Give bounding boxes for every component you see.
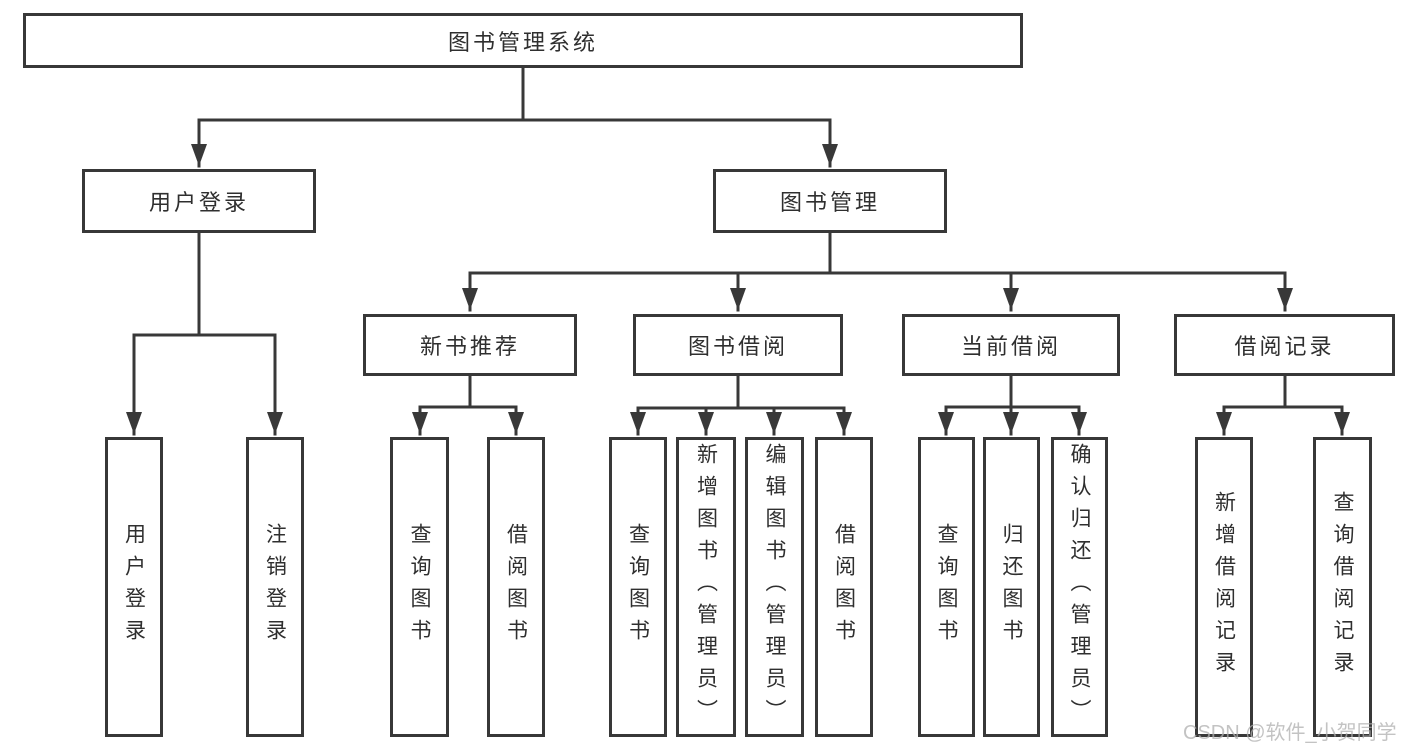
- node-leaf-nb-borrow: 借阅图书: [487, 437, 545, 737]
- node-leaf-cb-confirm-label: 确认归还（管理员）: [1068, 443, 1091, 731]
- node-leaf-br-add-label: 新增借阅记录: [1212, 491, 1236, 683]
- node-book-mgmt: 图书管理: [713, 169, 947, 233]
- node-leaf-bb-edit-label: 编辑图书（管理员）: [763, 443, 786, 731]
- node-book-borrow-label: 图书借阅: [687, 334, 788, 359]
- node-borrow-records: 借阅记录: [1174, 314, 1395, 376]
- node-leaf-br-add: 新增借阅记录: [1195, 437, 1253, 737]
- node-new-books: 新书推荐: [363, 314, 577, 376]
- node-leaf-nb-query-label: 查询图书: [408, 523, 431, 651]
- node-borrow-records-label: 借阅记录: [1234, 334, 1335, 359]
- node-leaf-bb-borrow-label: 借阅图书: [832, 523, 856, 651]
- node-leaf-br-query: 查询借阅记录: [1313, 437, 1372, 737]
- node-leaf-logout-label: 注销登录: [263, 523, 287, 651]
- node-leaf-logout: 注销登录: [246, 437, 304, 737]
- node-book-mgmt-label: 图书管理: [779, 190, 880, 215]
- node-leaf-bb-query-label: 查询图书: [626, 523, 650, 651]
- node-leaf-user-login-label: 用户登录: [122, 523, 146, 651]
- node-leaf-nb-query: 查询图书: [390, 437, 449, 737]
- node-leaf-bb-add-label: 新增图书（管理员）: [694, 443, 718, 731]
- node-root-label: 图书管理系统: [447, 29, 598, 55]
- node-current-borrow-label: 当前借阅: [960, 334, 1061, 359]
- node-current-borrow: 当前借阅: [902, 314, 1120, 376]
- node-leaf-cb-return-label: 归还图书: [1000, 523, 1023, 651]
- csdn-watermark: CSDN @软件_小贺同学: [1183, 722, 1397, 744]
- node-leaf-nb-borrow-label: 借阅图书: [504, 523, 528, 651]
- node-leaf-bb-borrow: 借阅图书: [815, 437, 873, 737]
- node-leaf-cb-confirm: 确认归还（管理员）: [1051, 437, 1108, 737]
- node-book-borrow: 图书借阅: [633, 314, 843, 376]
- node-leaf-bb-edit: 编辑图书（管理员）: [745, 437, 804, 737]
- node-leaf-cb-query-label: 查询图书: [935, 523, 958, 651]
- node-leaf-user-login: 用户登录: [105, 437, 163, 737]
- node-leaf-cb-return: 归还图书: [983, 437, 1040, 737]
- node-leaf-cb-query: 查询图书: [918, 437, 975, 737]
- node-root: 图书管理系统: [23, 13, 1023, 68]
- node-new-books-label: 新书推荐: [419, 334, 520, 359]
- node-leaf-bb-add: 新增图书（管理员）: [676, 437, 736, 737]
- node-leaf-bb-query: 查询图书: [609, 437, 667, 737]
- node-user-login: 用户登录: [82, 169, 316, 233]
- node-user-login-label: 用户登录: [148, 190, 249, 215]
- node-leaf-br-query-label: 查询借阅记录: [1331, 491, 1354, 683]
